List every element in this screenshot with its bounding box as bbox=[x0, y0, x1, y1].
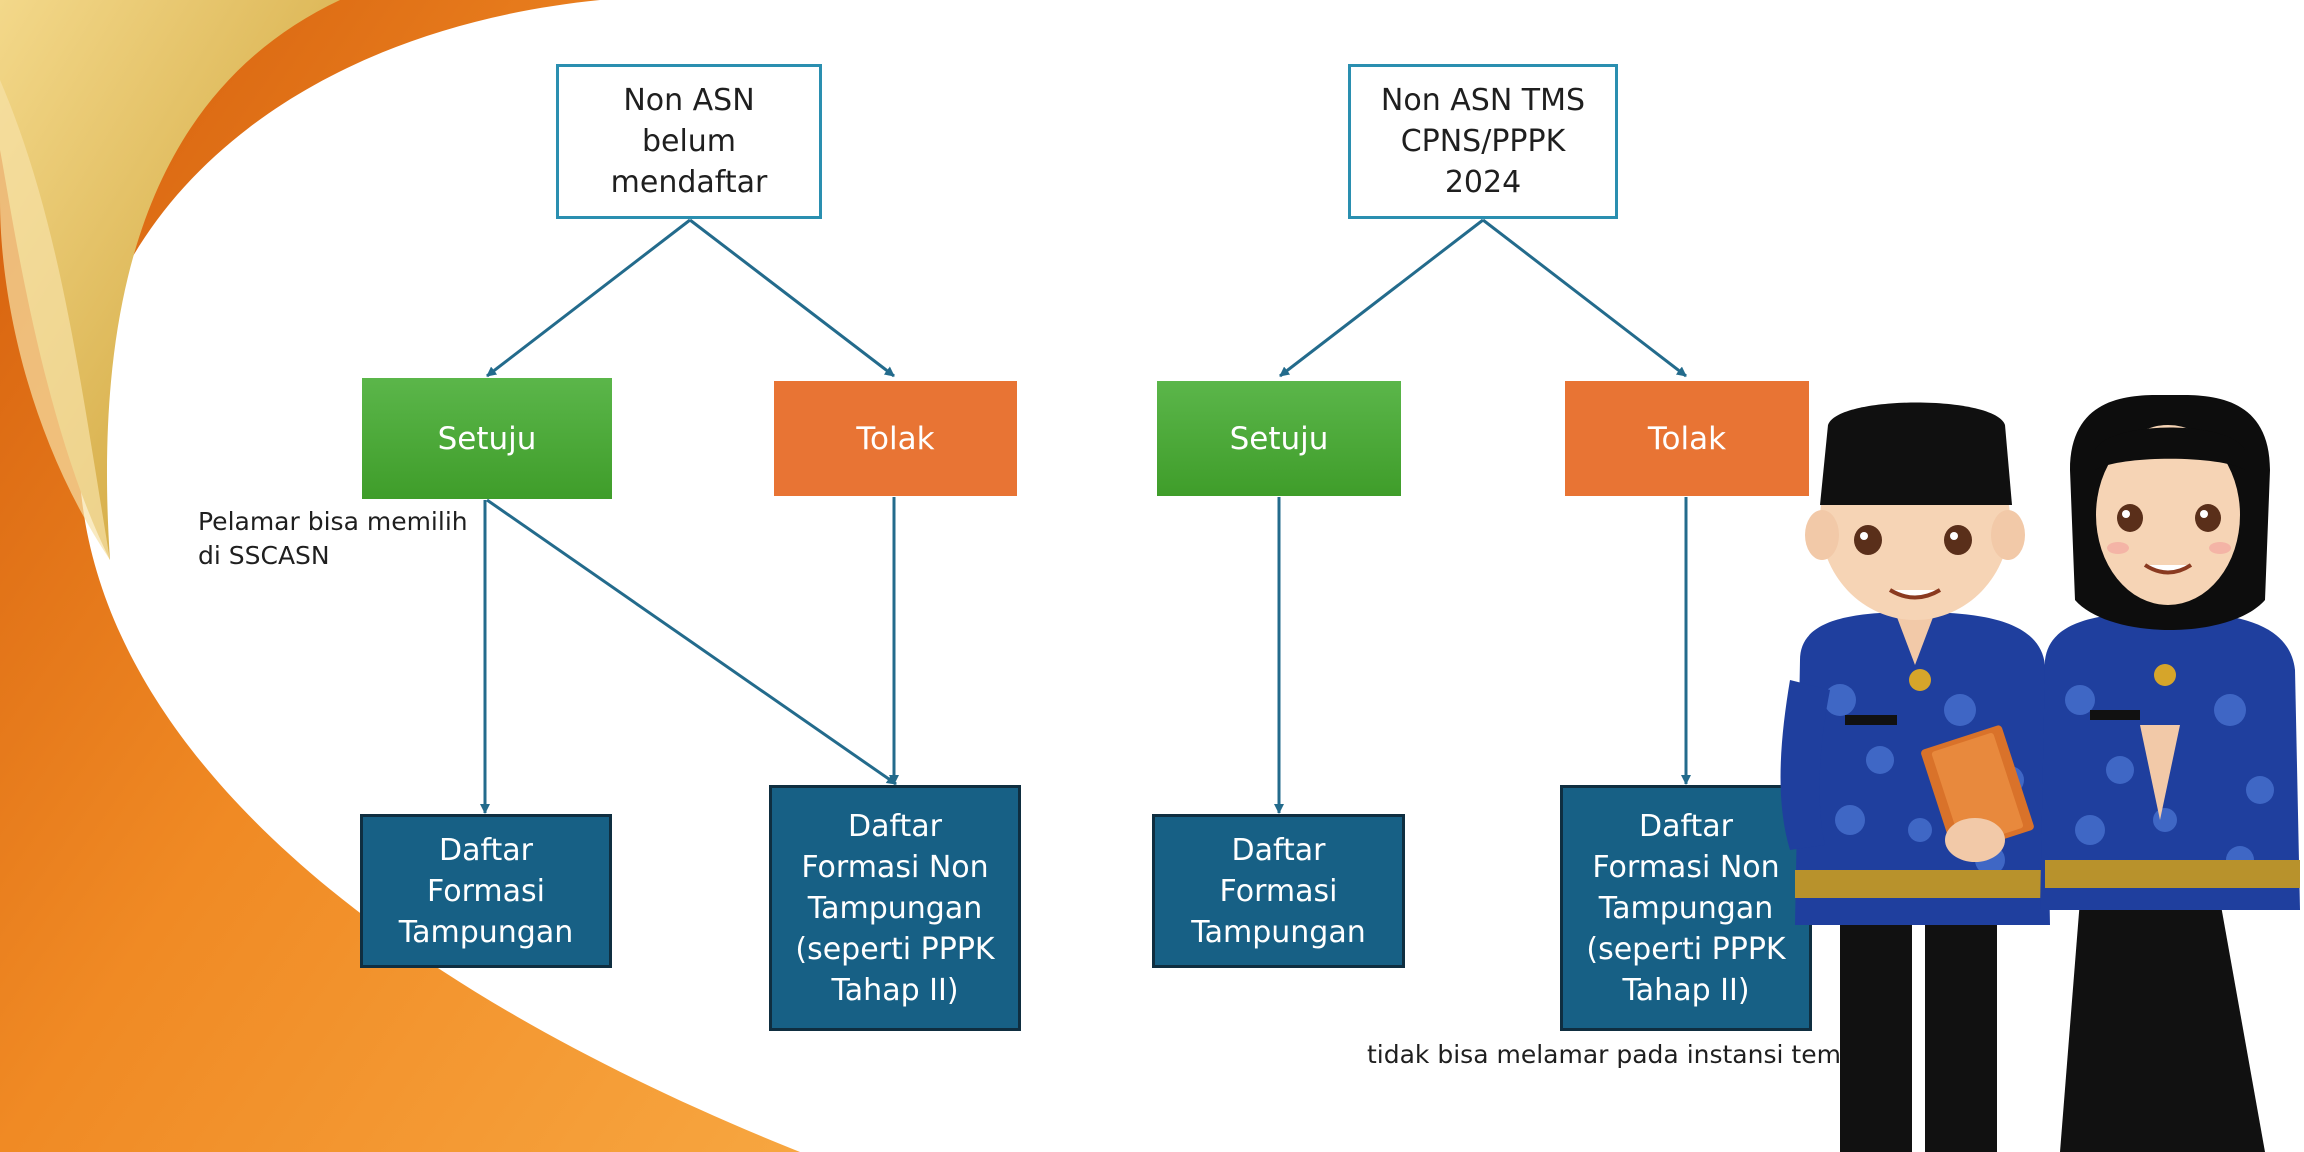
arrow-right-root-to-tolak bbox=[1482, 218, 1687, 378]
left-nontampungan-node: Daftar Formasi Non Tampungan (seperti PP… bbox=[769, 785, 1021, 1031]
left-tampungan-node: Daftar Formasi Tampungan bbox=[360, 814, 612, 968]
asn-woman-figure bbox=[2040, 394, 2300, 1152]
folder-icon bbox=[1921, 725, 2034, 855]
arrow-left-root-to-setuju bbox=[486, 218, 691, 378]
right-tampungan-node: Daftar Formasi Tampungan bbox=[1152, 814, 1405, 968]
right-reject-note: tidak bisa melamar pada instansi tempat … bbox=[1367, 1040, 1906, 1069]
arrow-left-setuju-to-nontampungan bbox=[486, 498, 897, 786]
left-approve-note: Pelamar bisa memilih di SSCASN bbox=[198, 507, 468, 570]
right-tolak-node: Tolak bbox=[1565, 381, 1809, 496]
left-root-node: Non ASN belum mendaftar bbox=[556, 64, 822, 219]
right-nontampungan-node: Daftar Formasi Non Tampungan (seperti PP… bbox=[1560, 785, 1812, 1031]
right-setuju-node: Setuju bbox=[1157, 381, 1401, 496]
left-tolak-node: Tolak bbox=[774, 381, 1017, 496]
arrow-right-root-to-setuju bbox=[1279, 218, 1484, 378]
asn-man-figure bbox=[1780, 402, 2050, 1152]
left-setuju-node: Setuju bbox=[362, 378, 612, 499]
arrow-left-root-to-tolak bbox=[689, 218, 895, 378]
right-root-node: Non ASN TMS CPNS/PPPK 2024 bbox=[1348, 64, 1618, 219]
